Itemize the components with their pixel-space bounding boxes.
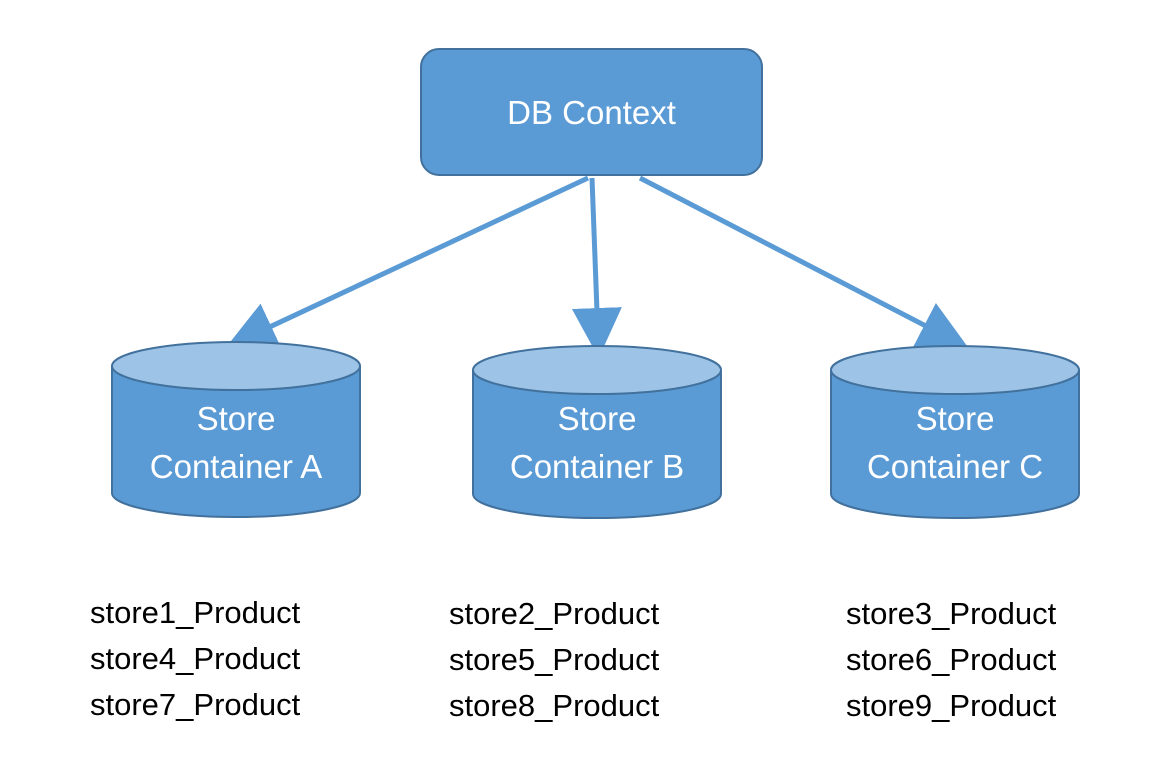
table-name: store5_Product	[449, 642, 660, 677]
table-name: store1_Product	[90, 595, 301, 630]
table-name: store8_Product	[449, 688, 660, 723]
container-b-line2: Container B	[510, 448, 684, 485]
container-c-table-list: store3_Product store6_Product store9_Pro…	[846, 591, 1056, 729]
arrow-to-container-c	[638, 175, 969, 349]
table-name: store7_Product	[90, 687, 301, 722]
store-container-a: Store Container A	[111, 341, 361, 518]
container-c-line2: Container C	[867, 448, 1043, 485]
table-name: store6_Product	[846, 642, 1057, 677]
table-name: store4_Product	[90, 641, 301, 676]
table-name: store3_Product	[846, 596, 1057, 631]
container-a-table-list: store1_Product store4_Product store7_Pro…	[90, 590, 300, 728]
db-context-node: DB Context	[420, 48, 763, 176]
store-container-b: Store Container B	[472, 345, 722, 519]
container-a-line2: Container A	[150, 448, 322, 485]
container-a-line1: Store	[197, 400, 276, 437]
db-context-label: DB Context	[507, 94, 676, 131]
table-name: store9_Product	[846, 688, 1057, 723]
container-c-line1: Store	[916, 400, 995, 437]
arrows	[225, 175, 969, 358]
container-b-line1: Store	[558, 400, 637, 437]
table-name: store2_Product	[449, 596, 660, 631]
store-container-c: Store Container C	[830, 345, 1080, 519]
arrow-to-container-a	[225, 175, 590, 349]
container-b-table-list: store2_Product store5_Product store8_Pro…	[449, 591, 659, 729]
arrow-to-container-b	[571, 177, 622, 358]
